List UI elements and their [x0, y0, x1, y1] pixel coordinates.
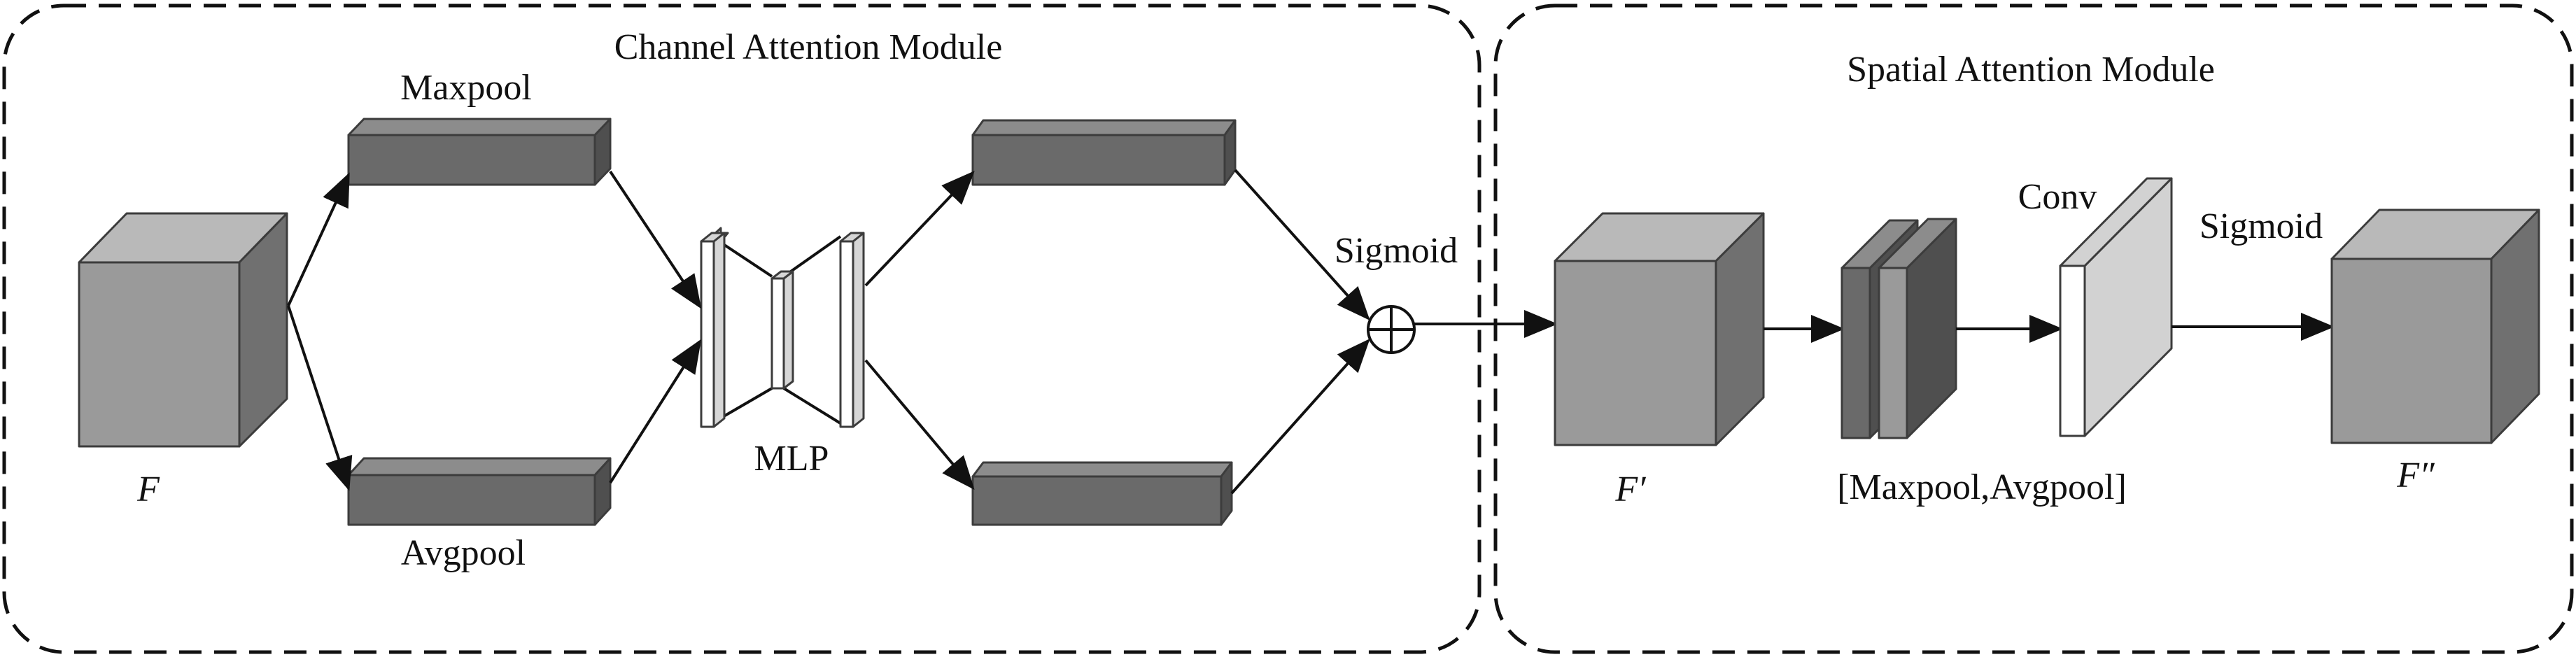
avgpool-label: Avgpool: [401, 533, 526, 573]
maxpool-bar: [347, 118, 612, 186]
maxpool-label: Maxpool: [400, 68, 532, 108]
mlp-block: [700, 227, 865, 428]
output-feature-cube: [2330, 209, 2540, 444]
refined-feature-cube: [1554, 212, 1765, 446]
input-feature-cube: [78, 212, 288, 448]
refined-feature-label: F′: [1614, 469, 1647, 509]
spatial-module-title: Spatial Attention Module: [1847, 50, 2215, 90]
input-feature-label: F: [136, 469, 160, 509]
sigmoid-spatial-label: Sigmoid: [2200, 206, 2323, 246]
spatial-attention-frame: [1493, 3, 2574, 654]
output-feature-label: F″: [2396, 455, 2435, 495]
conv-map: [2059, 177, 2173, 437]
circle-plus-icon: [1367, 305, 1416, 354]
conv-label: Conv: [2018, 177, 2097, 217]
channel-arrows: [287, 169, 1370, 495]
mlp-label: MLP: [754, 439, 829, 479]
mlp-output-bar-top: [971, 119, 1237, 186]
sigmoid-channel-label: Sigmoid: [1335, 231, 1458, 271]
concat-label: [Maxpool,Avgpool]: [1837, 467, 2127, 507]
avgpool-bar: [347, 457, 612, 526]
channel-attention-frame: [2, 3, 1481, 654]
channel-module-title: Channel Attention Module: [614, 27, 1003, 67]
pooled-maps: [1840, 218, 1957, 439]
mlp-output-bar-bottom: [971, 461, 1233, 526]
